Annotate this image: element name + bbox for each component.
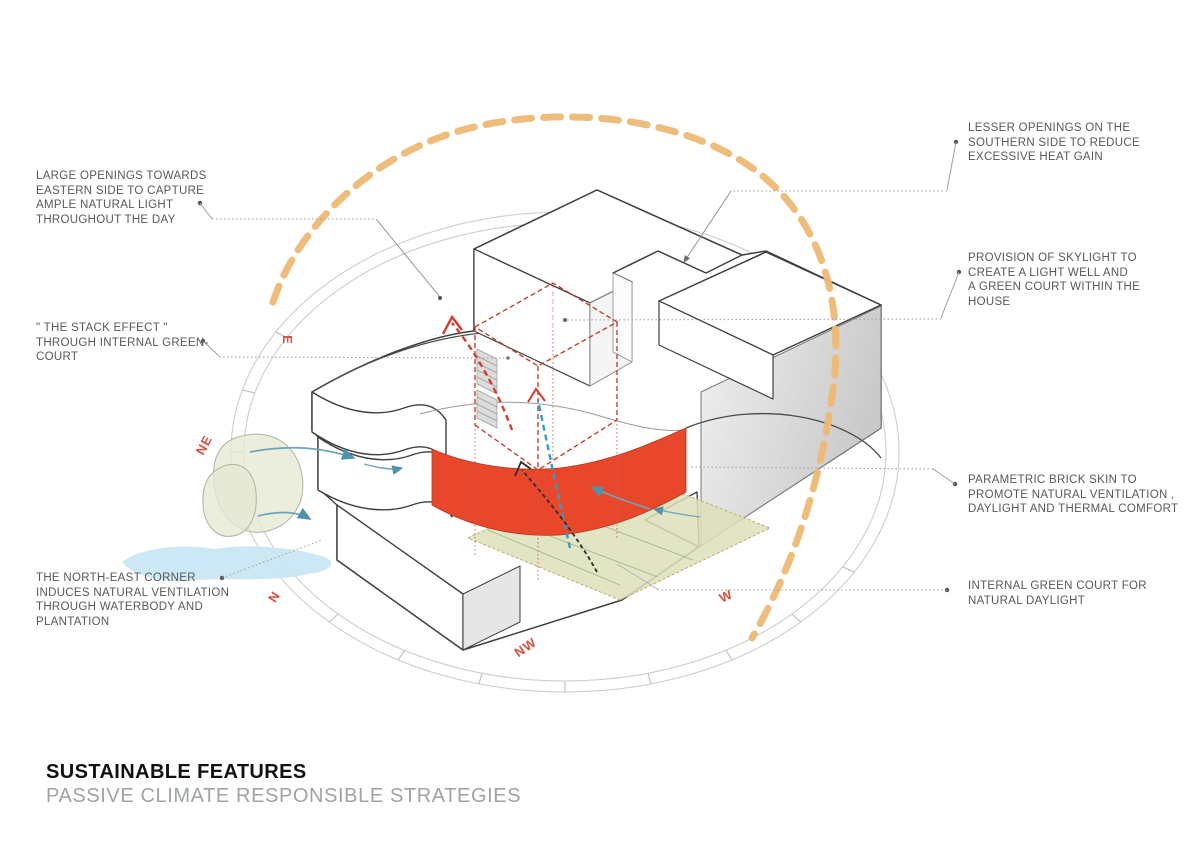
page-subtitle: PASSIVE CLIMATE RESPONSIBLE STRATEGIES — [46, 785, 522, 807]
leader-parametric-skin — [688, 466, 958, 487]
waterbody — [122, 546, 332, 582]
leader-green-court — [616, 563, 950, 593]
brick-skin-band — [431, 427, 687, 536]
compass-w: W — [717, 586, 736, 605]
compass-ne: NE — [193, 433, 216, 458]
label-lesser-openings: LESSER OPENINGS ON THE SOUTHERN SIDE TO … — [968, 122, 1140, 163]
label-green-court: INTERNAL GREEN COURT FOR NATURAL DAYLIGH… — [968, 580, 1147, 607]
leader-lesser-openings — [683, 139, 959, 263]
ground-block — [336, 504, 521, 651]
air-rise-arrow — [514, 460, 598, 573]
page-title: SUSTAINABLE FEATURES — [46, 761, 307, 783]
leader-lines — [197, 139, 962, 593]
leader-northeast-corner — [219, 539, 323, 581]
compass-e: E — [280, 335, 295, 345]
label-northeast-corner: THE NORTH-EAST CORNER INDUCES NATURAL VE… — [36, 572, 230, 628]
compass-nw: NW — [511, 634, 539, 660]
stack-effect-arrow — [441, 314, 572, 549]
leader-large-openings — [197, 200, 442, 300]
title-block: SUSTAINABLE FEATURES PASSIVE CLIMATE RES… — [46, 760, 521, 809]
label-stack-effect: " THE STACK EFFECT " THROUGH INTERNAL GR… — [36, 322, 209, 363]
leader-skylight — [563, 269, 962, 322]
sun-path-arc — [269, 113, 840, 642]
label-large-openings: LARGE OPENINGS TOWARDS EASTERN SIDE TO C… — [36, 170, 207, 226]
leader-stack-effect — [200, 338, 510, 360]
plantation — [202, 433, 304, 537]
upper-block-left — [473, 189, 743, 387]
upper-block-right — [658, 251, 882, 400]
projection-lines — [474, 330, 618, 582]
plate-edges — [311, 331, 882, 459]
label-skylight: PROVISION OF SKYLIGHT TO CREATE A LIGHT … — [968, 252, 1141, 308]
label-parametric-skin: PARAMETRIC BRICK SKIN TO PROMOTE NATURAL… — [968, 474, 1179, 515]
wind-arrows — [249, 446, 701, 520]
